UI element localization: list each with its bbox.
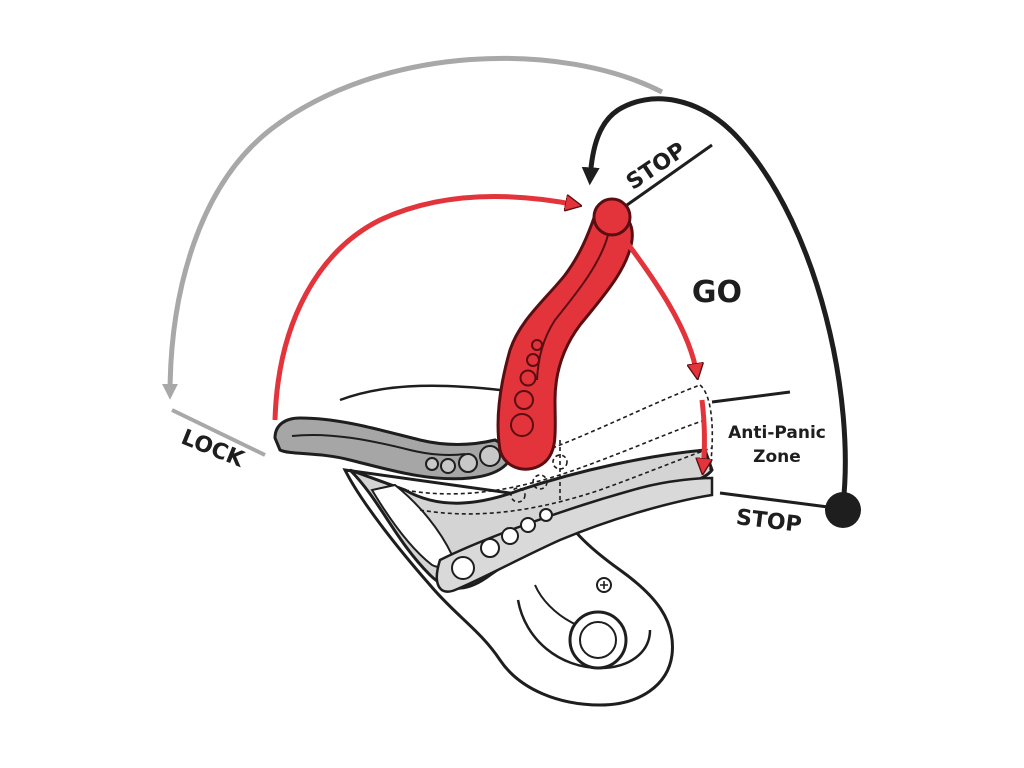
cam-plate-holes (451, 508, 553, 580)
anti-panic-arrow (702, 399, 704, 470)
lock-arrow (162, 55, 664, 400)
label-lock: LOCK (178, 425, 249, 473)
red-handle-pivot (592, 197, 632, 237)
red-handle-holes (510, 339, 543, 437)
anti-panic-top-tick (711, 390, 791, 404)
label-go: GO (692, 275, 742, 310)
label-zone: Zone (753, 447, 801, 467)
stop-bottom-tick (719, 491, 829, 509)
label-anti-panic: Anti-Panic (728, 423, 826, 443)
stop-top-tick (626, 143, 713, 207)
grey-handle-groove (291, 433, 466, 456)
go-arrow (622, 238, 697, 375)
label-stop-bottom: STOP (735, 505, 803, 538)
rivet-cross (600, 581, 608, 589)
red-arc-arrow (272, 194, 577, 421)
grey-handle (273, 416, 513, 481)
cam-plate-arm (435, 476, 714, 593)
device-top-edge (339, 384, 501, 402)
lock-tick (171, 408, 266, 457)
grey-handle-holes (425, 445, 501, 474)
stop-arrow (581, 96, 848, 506)
stop-arrow-origin (825, 492, 861, 528)
attachment-hole-inner (579, 621, 617, 659)
